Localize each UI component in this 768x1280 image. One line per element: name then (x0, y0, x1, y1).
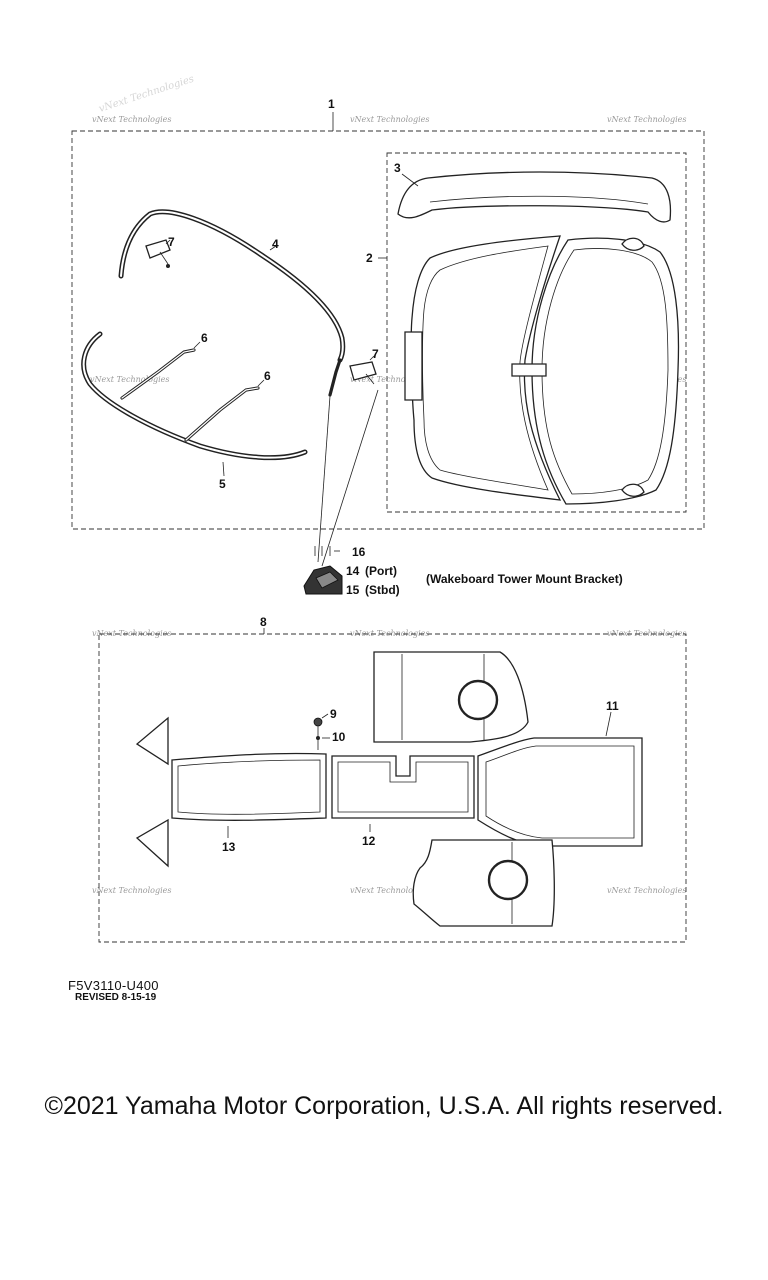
callout-13: 13 (222, 840, 236, 854)
callout-16: 16 (352, 545, 366, 559)
callout-10: 10 (332, 730, 346, 744)
callout-3-leader (401, 173, 419, 187)
callout-3: 3 (394, 161, 401, 175)
part-5-rear-bow (81, 331, 308, 461)
callout-4-leader (269, 245, 277, 251)
callout-1: 1 (328, 97, 335, 111)
watermark-text: vNext Technologies (92, 629, 171, 638)
callout-7b-leader (369, 355, 375, 361)
part-6-pole-b (184, 386, 260, 442)
callout-2: 2 (366, 251, 373, 265)
callout-11: 11 (606, 699, 619, 713)
copyright-notice: ©2021 Yamaha Motor Corporation, U.S.A. A… (44, 1092, 724, 1120)
watermark-text: vNext Technologies (350, 886, 429, 895)
part-14-15-mount-bracket (303, 546, 343, 595)
callout-11-leader (605, 711, 612, 737)
callout-4: 4 (272, 237, 279, 251)
watermark-text: vNext Technologies (607, 115, 686, 124)
callout-14-note: (Port) (365, 564, 397, 578)
part-13-center-pad (171, 752, 327, 821)
callout-7a-leader (165, 239, 171, 245)
callout-6a-leader (193, 341, 201, 349)
mount-leader (317, 395, 331, 563)
callout-9: 9 (330, 707, 337, 721)
callout-7a: 7 (168, 235, 175, 249)
part-11-large-pad (477, 737, 643, 847)
callout-5-leader (222, 461, 225, 477)
triangle-pad-top (135, 716, 169, 766)
revision-label: REVISED 8-15-19 (75, 992, 157, 1003)
watermark-text: vNext Technologies (90, 375, 169, 384)
callout-8: 8 (260, 615, 267, 629)
callout-14: 14 (346, 564, 360, 578)
part-9-10-fastener (313, 717, 323, 750)
group-1-boundary (71, 130, 705, 530)
callout-7b: 7 (372, 347, 379, 361)
watermark-text: vNext Technologies (92, 886, 171, 895)
part-4-front-bow (118, 209, 346, 397)
triangle-pad-bottom (135, 818, 169, 868)
watermark-text: vNext Technologies (607, 629, 686, 638)
watermark-text: vNext Technologies (350, 375, 429, 384)
watermark-text: vNext Technologies (350, 115, 429, 124)
callout-15-note: (Stbd) (365, 583, 400, 597)
callout-12: 12 (362, 834, 376, 848)
watermark-text: vNext Technologies (350, 629, 429, 638)
part-7-fitting-left (145, 239, 171, 268)
diagram-code: F5V3110-U400 (68, 978, 159, 993)
callout-5: 5 (219, 477, 226, 491)
group-2-boundary (386, 152, 687, 513)
part-6-pole-a (120, 348, 196, 400)
watermark-text: vNext Technologies (607, 886, 686, 895)
callout-6a: 6 (201, 331, 208, 345)
part-3-boot (397, 171, 672, 223)
bracket-label: (Wakeboard Tower Mount Bracket) (426, 572, 623, 586)
part-2-canvas (404, 235, 680, 505)
part-12-middle-pad (331, 755, 475, 819)
callout-15: 15 (346, 583, 360, 597)
callout-9-leader (321, 713, 329, 719)
watermark-text: vNext Technologies (92, 115, 171, 124)
callout-6b-leader (257, 379, 265, 387)
mount-leader (321, 389, 379, 567)
watermark-text: vNext Technologies (98, 74, 196, 115)
upper-platform-pad (373, 651, 529, 743)
part-7-fitting-right (349, 361, 377, 385)
lower-platform-pad (412, 839, 555, 927)
group-8-boundary (98, 633, 687, 943)
callout-6b: 6 (264, 369, 271, 383)
